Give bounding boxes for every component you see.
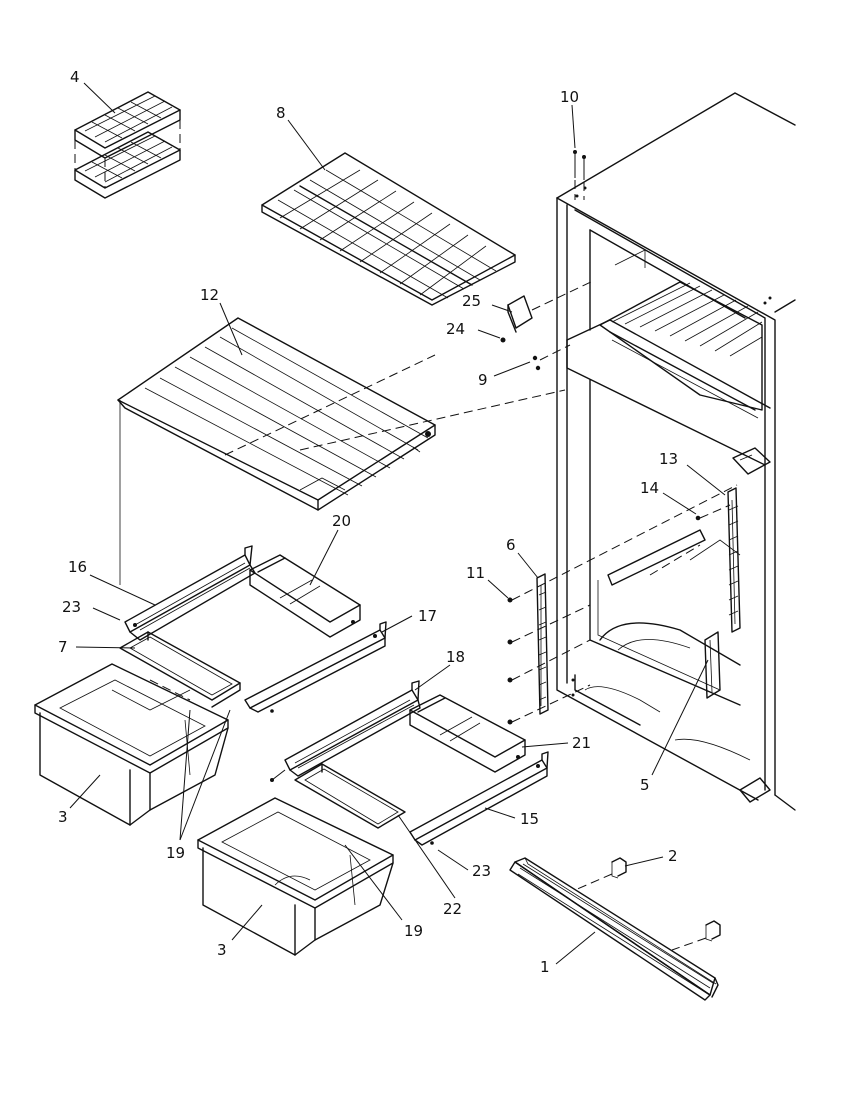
- callout-20: 20: [332, 512, 351, 530]
- humidity-control-upper: [249, 554, 361, 638]
- callout-25: 25: [462, 292, 481, 310]
- crisper-cover-shelf: [117, 317, 566, 511]
- callout-3-upper: 3: [58, 808, 68, 826]
- callout-4: 4: [70, 68, 80, 86]
- callout-23-upper: 23: [62, 598, 81, 616]
- callout-3-lower: 3: [217, 941, 227, 959]
- crisper-drawer-lower: [197, 797, 394, 956]
- callout-22: 22: [443, 900, 462, 918]
- leader-lines: [69, 82, 726, 965]
- ice-cube-trays: [74, 91, 181, 199]
- crisper-frame-lower: [294, 763, 406, 829]
- callout-11: 11: [466, 564, 485, 582]
- callout-1: 1: [540, 958, 550, 976]
- control-knob: [507, 279, 596, 333]
- toe-grille: [509, 857, 719, 1001]
- screw-24: [500, 337, 506, 343]
- callout-16: 16: [68, 558, 87, 576]
- shelf-ladder-right: [727, 487, 741, 633]
- callout-labels: 4 8 10 12 25 24 9 13 14 20 16 6 11 23 17…: [58, 68, 678, 976]
- callout-18: 18: [446, 648, 465, 666]
- callout-2: 2: [668, 847, 678, 865]
- callout-21: 21: [572, 734, 591, 752]
- callout-13: 13: [659, 450, 678, 468]
- light-bracket-13: [732, 447, 771, 475]
- slide-rail-left-upper: [124, 545, 256, 641]
- callout-19-upper: 19: [166, 844, 185, 862]
- callout-12: 12: [200, 286, 219, 304]
- callout-10: 10: [560, 88, 579, 106]
- wire-shelf-grid: [277, 169, 497, 299]
- callout-14: 14: [640, 479, 659, 497]
- freezer-wire-shelf: [261, 152, 516, 306]
- screws-10: [573, 150, 586, 200]
- slide-rail-right-lower: [409, 751, 549, 846]
- freezer-floor-grid: [611, 282, 763, 357]
- refrigerator-cabinet: [556, 92, 796, 811]
- shelf-support-5: [607, 529, 741, 699]
- screws-11: [507, 484, 738, 725]
- crisper-frame-upper: [119, 631, 241, 708]
- callout-8: 8: [276, 104, 286, 122]
- callout-19-lower: 19: [404, 922, 423, 940]
- humidity-control-lower: [409, 694, 526, 773]
- callout-23-lower: 23: [472, 862, 491, 880]
- grille-clips: [574, 857, 721, 951]
- callout-24: 24: [446, 320, 465, 338]
- shelf-ribs: [144, 327, 429, 496]
- screw-14: [695, 504, 731, 521]
- crisper-drawer-upper: [34, 663, 229, 826]
- slide-rail-left-lower: [270, 680, 421, 782]
- callout-17: 17: [418, 607, 437, 625]
- callout-7: 7: [58, 638, 68, 656]
- shelf-ladder-left: [536, 573, 549, 715]
- callout-6: 6: [506, 536, 516, 554]
- callout-5: 5: [640, 776, 650, 794]
- callout-9: 9: [478, 371, 488, 389]
- slide-rail-right-upper: [244, 621, 387, 713]
- callout-15: 15: [520, 810, 539, 828]
- screws-9: [532, 344, 571, 371]
